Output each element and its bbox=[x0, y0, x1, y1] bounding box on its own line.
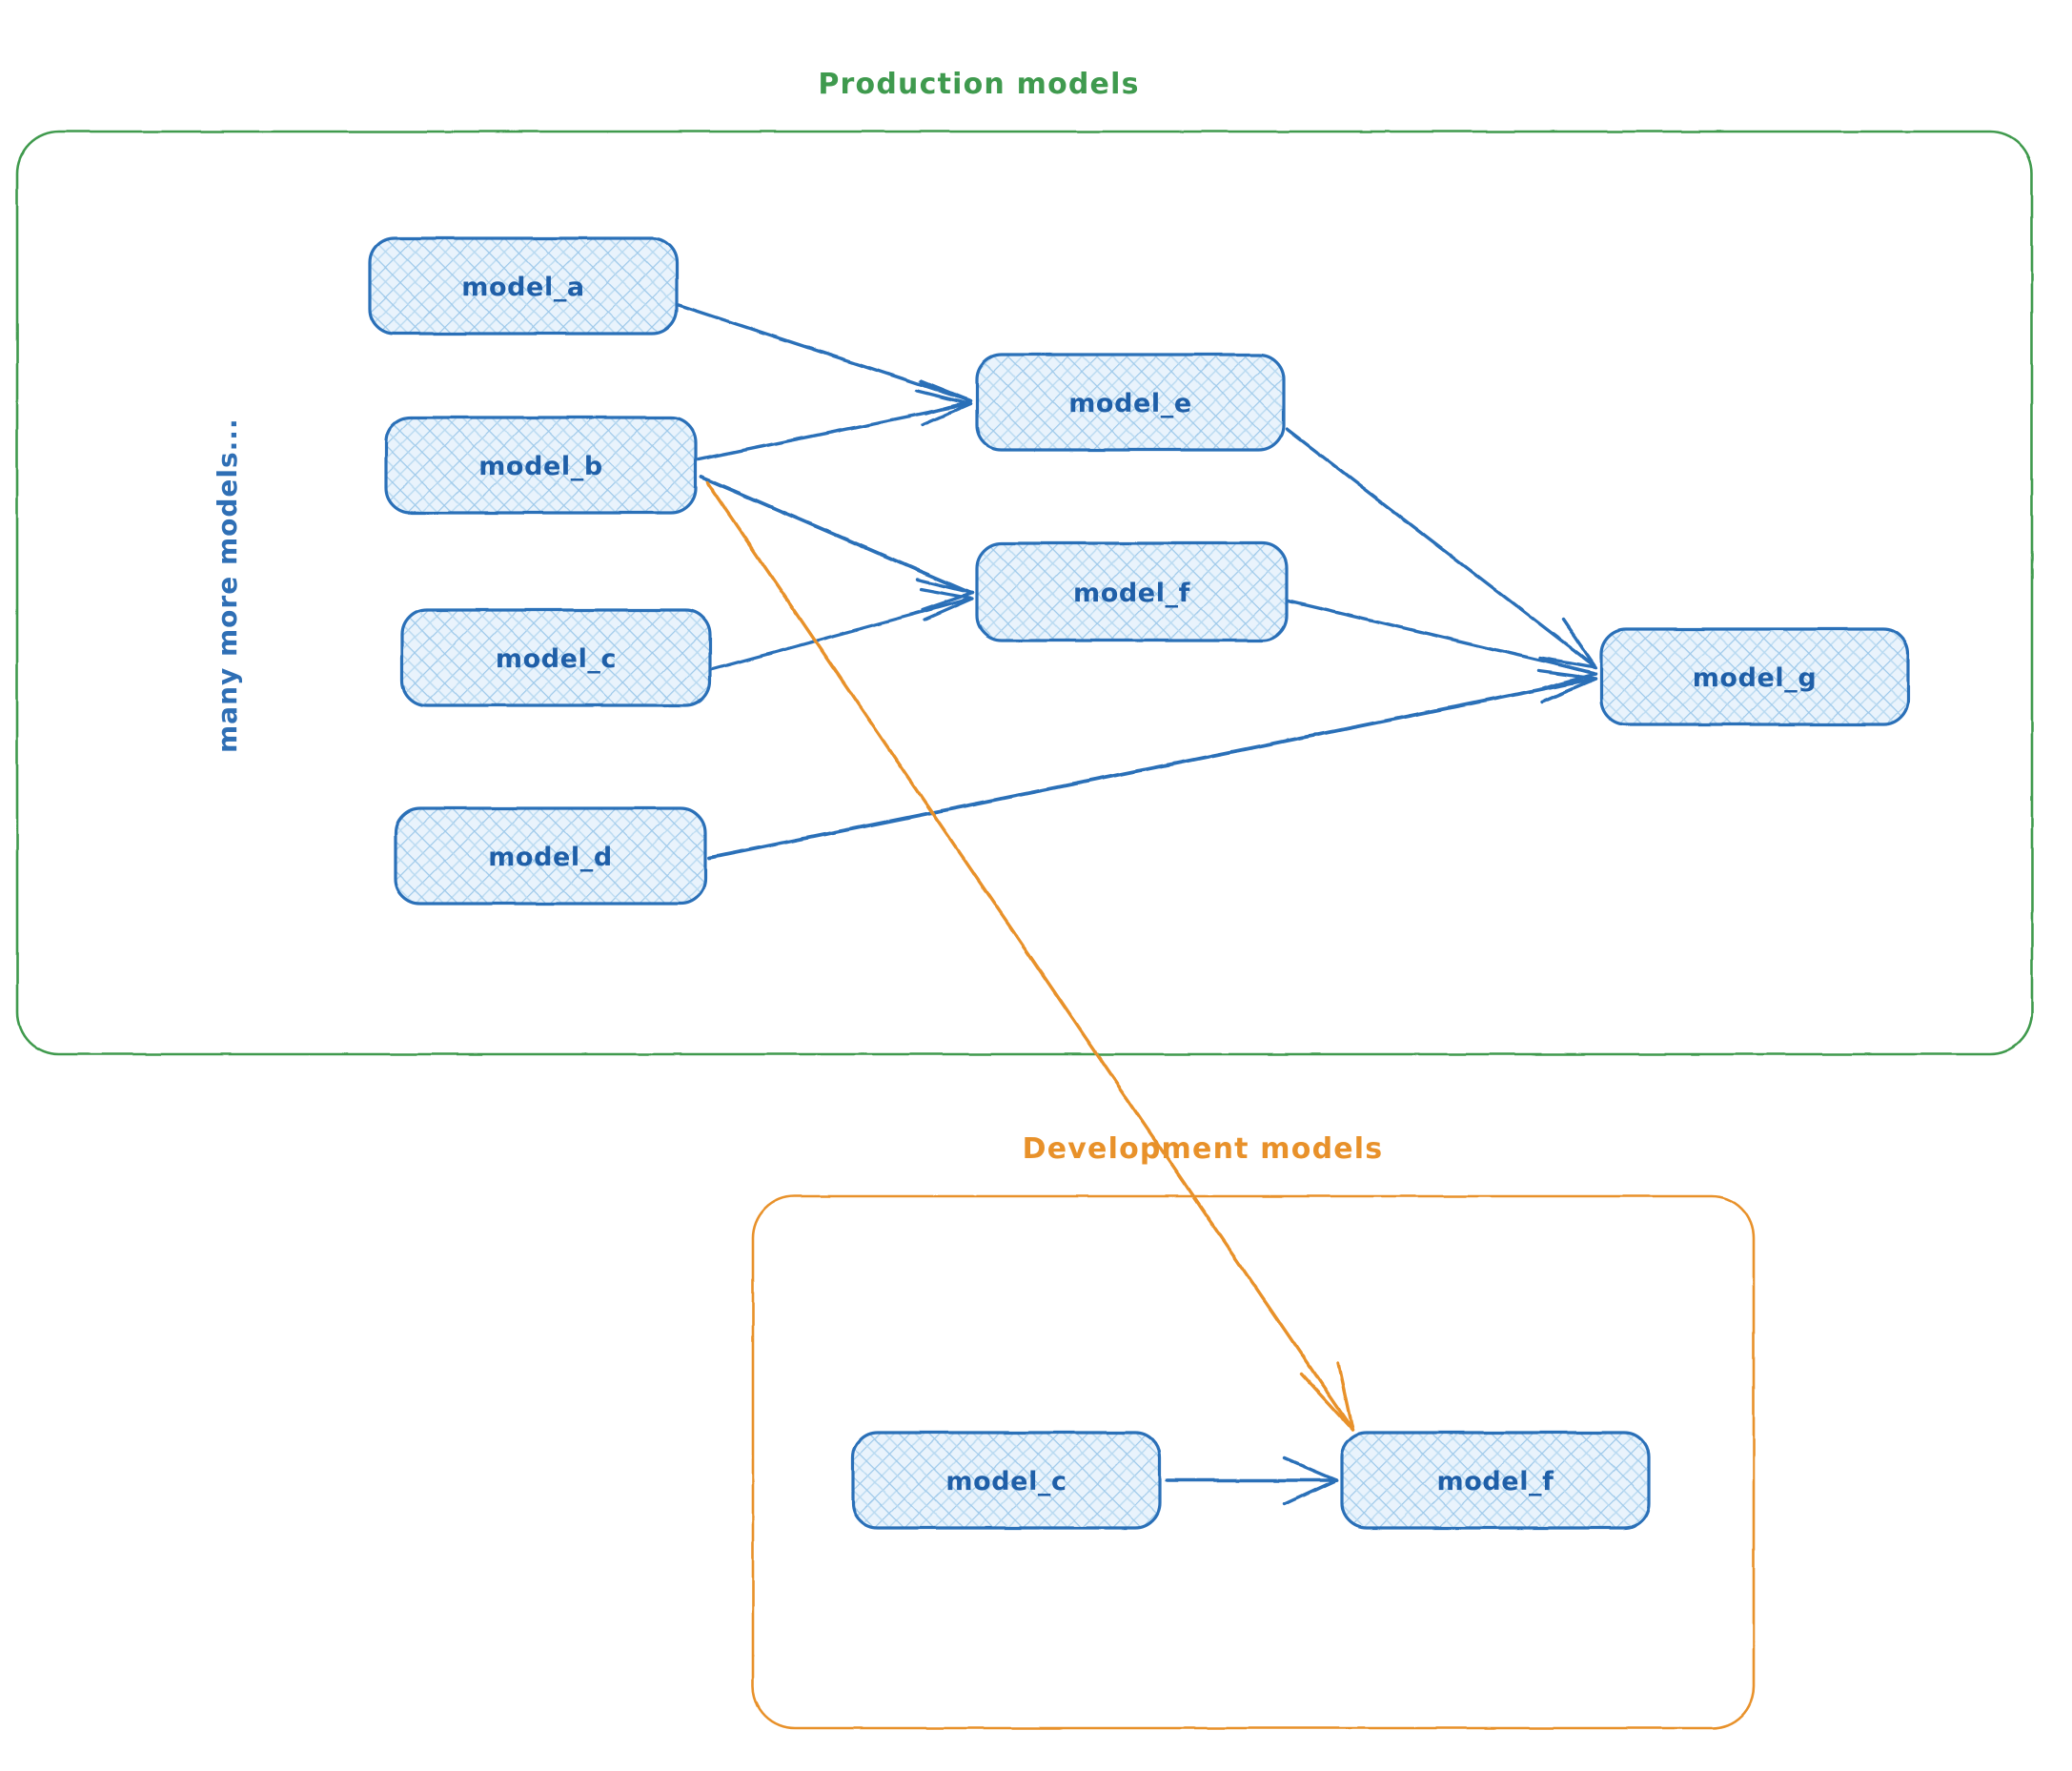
many-more-models-note: many more models... bbox=[212, 417, 243, 753]
node-label: model_b bbox=[478, 452, 603, 481]
node-box[interactable] bbox=[368, 236, 679, 336]
node-label: model_d bbox=[488, 843, 613, 872]
production-group-title: Production models bbox=[818, 68, 1139, 101]
node-prod-model-b[interactable]: model_b bbox=[384, 416, 698, 515]
group-container-development bbox=[751, 1194, 1756, 1730]
edges-layer bbox=[677, 303, 1597, 1506]
edge-b-to-devf bbox=[705, 480, 1354, 1432]
node-box[interactable] bbox=[384, 416, 698, 515]
node-box[interactable] bbox=[394, 806, 707, 906]
node-prod-model-e[interactable]: model_e bbox=[975, 353, 1286, 452]
node-label: model_f bbox=[1436, 1467, 1554, 1496]
node-label: model_g bbox=[1693, 663, 1818, 693]
node-box[interactable] bbox=[975, 353, 1286, 452]
node-prod-model-c[interactable]: model_c bbox=[400, 608, 712, 707]
edge-f-to-g bbox=[1287, 599, 1597, 690]
edge-b-to-e bbox=[697, 389, 972, 461]
development-group-title: Development models bbox=[1023, 1132, 1384, 1166]
node-prod-model-g[interactable]: model_g bbox=[1599, 627, 1910, 726]
production-group-border bbox=[15, 130, 2034, 1056]
node-box[interactable] bbox=[851, 1431, 1162, 1530]
node-prod-model-d[interactable]: model_d bbox=[394, 806, 707, 906]
nodes-layer: model_a model_b model_c model_d model_e bbox=[368, 236, 1910, 1530]
node-prod-model-f[interactable]: model_f bbox=[975, 541, 1289, 642]
edge-c-to-f bbox=[711, 587, 974, 671]
node-box[interactable] bbox=[975, 541, 1289, 642]
development-group-border bbox=[751, 1194, 1756, 1730]
edge-e-to-g bbox=[1285, 427, 1597, 669]
node-label: model_c bbox=[496, 644, 617, 674]
node-label: model_a bbox=[461, 273, 585, 302]
node-label: model_f bbox=[1073, 579, 1190, 608]
group-container-production bbox=[15, 130, 2034, 1056]
node-box[interactable] bbox=[1340, 1431, 1651, 1530]
node-prod-model-a[interactable]: model_a bbox=[368, 236, 679, 336]
node-box[interactable] bbox=[1599, 627, 1910, 726]
edge-d-to-g bbox=[707, 669, 1597, 860]
edge-a-to-e bbox=[677, 303, 972, 416]
edge-devc-to-devf bbox=[1165, 1456, 1338, 1506]
node-dev-model-f[interactable]: model_f bbox=[1340, 1431, 1651, 1530]
node-label: model_e bbox=[1068, 389, 1192, 418]
node-dev-model-c[interactable]: model_c bbox=[851, 1431, 1162, 1530]
node-label: model_c bbox=[945, 1467, 1066, 1496]
node-box[interactable] bbox=[400, 608, 712, 707]
